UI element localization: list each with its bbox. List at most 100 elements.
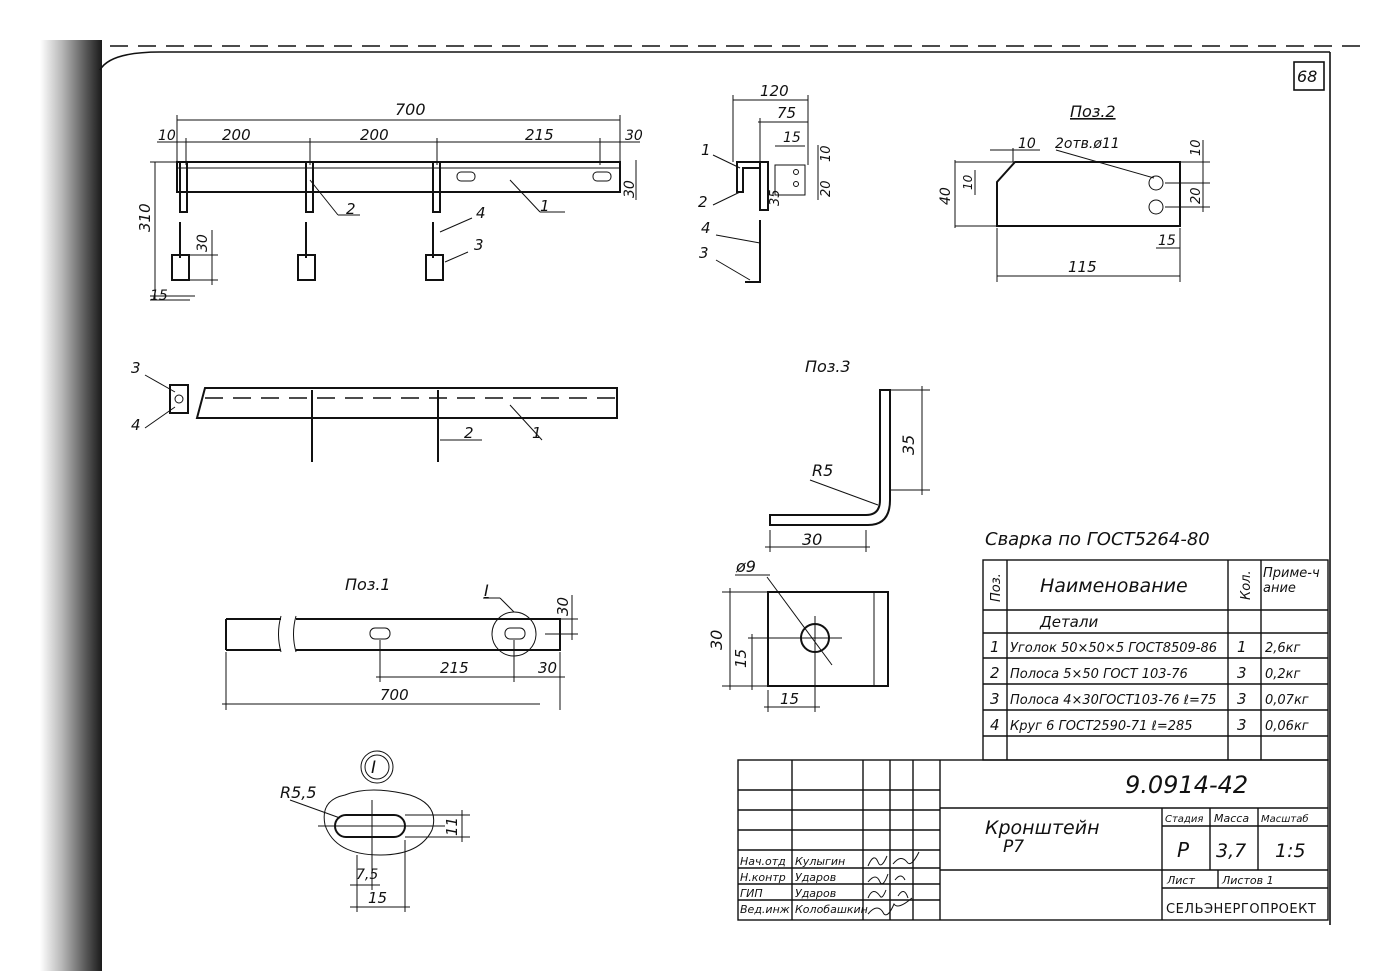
organization: СЕЛЬЭНЕРГОПРОЕКТ [1166, 902, 1316, 917]
dim-10: 10 [961, 174, 975, 190]
callout-3: 3 [131, 359, 141, 377]
dim-10: 10 [1189, 139, 1204, 156]
dim-115: 115 [1068, 258, 1097, 276]
frame-top [99, 51, 1330, 71]
spec-row-note: 0,07кг [1265, 693, 1309, 708]
weld-note: Сварка по ГОСТ5264-80 [985, 529, 1210, 550]
spec-row-note: 0,2кг [1265, 667, 1301, 682]
poz3-title: Поз.3 [805, 357, 851, 376]
plate-part-3 [297, 254, 316, 281]
angle-part-1 [176, 161, 621, 193]
leader [715, 234, 761, 244]
signer-name: Ударов [795, 871, 836, 884]
hole [1148, 199, 1164, 215]
dim-11: 11 [443, 817, 461, 836]
scale-value: 1:5 [1275, 840, 1306, 862]
hole [1148, 175, 1164, 191]
leader [444, 251, 469, 263]
dim-15: 15 [780, 690, 799, 708]
dim-30-plate: 30 [195, 234, 211, 252]
dim-120: 120 [760, 82, 789, 100]
leader [766, 576, 833, 666]
group-label: Детали [1039, 613, 1098, 631]
sheet-number-box [1293, 61, 1325, 91]
title-block-border [737, 759, 1329, 921]
strip-part-2 [179, 161, 188, 213]
leader [289, 799, 341, 819]
poz2-outline [996, 161, 1181, 227]
dim-215: 215 [440, 659, 469, 677]
dim-40: 40 [938, 187, 954, 205]
plan-view: 3 4 2 1 [131, 359, 618, 462]
spec-row-name: Круг 6 ГОСТ2590-71 ℓ=285 [1010, 719, 1193, 734]
spec-row-qty: 3 [1237, 664, 1247, 682]
spec-row-pos: 2 [990, 664, 1000, 682]
dim-15: 15 [1158, 233, 1176, 249]
dim-200: 200 [222, 126, 251, 144]
callout-2: 2 [698, 193, 708, 211]
stage-value: Р [1177, 838, 1190, 862]
spec-row-qty: 3 [1237, 690, 1247, 708]
signature [867, 851, 920, 867]
angle-section [736, 161, 761, 193]
callout-4: 4 [701, 219, 711, 237]
slot-hole [592, 171, 612, 182]
sheet-label: Лист [1166, 874, 1195, 887]
leader [809, 479, 879, 506]
detail-mark-ref: I [484, 581, 489, 600]
poz2-view: Поз.2 10 2отв.ø11 10 40 10 20 15 115 [938, 102, 1210, 282]
dim-R5-5: R5,5 [280, 783, 317, 802]
leader [439, 217, 473, 233]
leader [712, 191, 741, 206]
poz1-title: Поз.1 [345, 575, 391, 594]
mass-value: 3,7 [1216, 840, 1246, 862]
dim-15: 15 [368, 889, 387, 907]
spec-row-note: 2,6кг [1265, 641, 1301, 656]
dim-20: 20 [1189, 187, 1204, 204]
dim-200: 200 [360, 126, 389, 144]
callout-1: 1 [532, 424, 542, 442]
detail-mark-circle [364, 754, 390, 780]
header-name: Наименование [1040, 575, 1188, 597]
header-pos: Поз. [989, 573, 1004, 602]
callout-3: 3 [699, 244, 709, 262]
leader [144, 374, 176, 393]
plate-bend [745, 270, 761, 283]
dim-20: 20 [819, 180, 834, 197]
header-qty: Кол. [1239, 570, 1254, 600]
callout-1: 1 [540, 197, 550, 215]
plate-part-3 [425, 254, 444, 281]
slot-hole [504, 627, 526, 640]
header-note: Приме-чание [1263, 566, 1320, 596]
doc-number: 9.0914-42 [1125, 771, 1248, 799]
sheets-label: Листов 1 [1221, 874, 1274, 887]
dim-10: 10 [819, 145, 834, 162]
spec-row-name: Полоса 5×50 ГОСТ 103-76 [1010, 667, 1188, 682]
signer-role: Нач.отд [740, 855, 786, 868]
detail-I-view: I R5,5 11 7,5 15 [280, 750, 470, 912]
poz1-strip [225, 618, 561, 651]
poz3-bent-plate [769, 389, 891, 526]
dim-700: 700 [380, 686, 409, 704]
dim-310: 310 [136, 203, 154, 232]
holes-label: 2отв.ø11 [1055, 136, 1120, 152]
signer-role: Вед.инж [740, 903, 790, 916]
dim-15: 15 [150, 288, 168, 304]
slot-hole [369, 627, 391, 640]
dim-7-5: 7,5 [356, 867, 378, 883]
side-view: 120 75 15 10 20 35 1 2 4 3 [698, 82, 834, 283]
spec-row-qty: 3 [1237, 716, 1247, 734]
spec-row-qty: 1 [1237, 638, 1247, 656]
dim-30: 30 [707, 630, 726, 650]
hole [793, 169, 799, 175]
signature [867, 873, 906, 885]
plate-plan [169, 384, 189, 414]
leader [144, 406, 176, 429]
angle-plan [195, 387, 618, 419]
signer-role: ГИП [740, 887, 763, 900]
dim-15: 15 [732, 649, 750, 668]
callout-4: 4 [131, 416, 141, 434]
dim-30: 30 [625, 128, 643, 144]
dim-10: 10 [158, 128, 176, 144]
